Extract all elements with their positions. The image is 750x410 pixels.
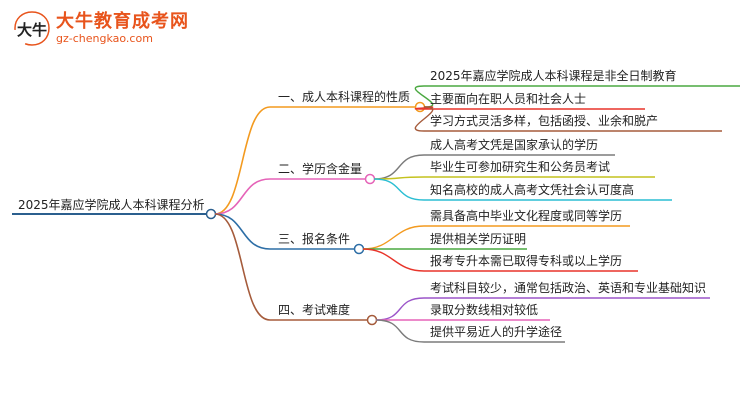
logo-title: 大牛教育成考网 bbox=[56, 11, 189, 32]
leaf-label: 2025年嘉应学院成人本科课程是非全日制教育 bbox=[430, 68, 677, 83]
leaf-connector bbox=[373, 178, 425, 201]
branch-node-2[interactable] bbox=[364, 173, 376, 185]
leaf-connector bbox=[414, 85, 434, 108]
leaf-connector bbox=[375, 319, 425, 343]
leaf-connector bbox=[414, 106, 434, 132]
branch-node-3[interactable] bbox=[353, 243, 365, 255]
leaf-label: 提供相关学历证明 bbox=[430, 231, 526, 246]
logo-mark: 大牛 bbox=[14, 11, 50, 46]
root-label: 2025年嘉应学院成人本科课程分析 bbox=[18, 197, 205, 212]
branch-connector bbox=[214, 213, 271, 250]
leaf-label: 主要面向在职人员和社会人士 bbox=[430, 91, 586, 106]
leaf-label: 考试科目较少，通常包括政治、英语和专业基础知识 bbox=[430, 280, 706, 295]
leaf-label: 提供平易近人的升学途径 bbox=[430, 324, 562, 339]
leaf-connector bbox=[373, 154, 425, 180]
branch-connector bbox=[214, 178, 271, 215]
leaf-connector bbox=[362, 225, 425, 250]
leaf-label: 知名高校的成人高考文凭社会认可度高 bbox=[430, 182, 634, 197]
branch-label-4: 四、考试难度 bbox=[278, 302, 350, 317]
leaf-label: 学习方式灵活多样，包括函授、业余和脱产 bbox=[430, 113, 658, 128]
branch-connector bbox=[214, 106, 271, 215]
root-node[interactable] bbox=[205, 208, 217, 220]
branch-label-3: 三、报名条件 bbox=[278, 231, 350, 246]
leaf-label: 报考专升本需已取得专科或以上学历 bbox=[430, 253, 622, 268]
leaf-label: 毕业生可参加研究生和公务员考试 bbox=[430, 159, 610, 174]
logo-url: gz-chengkao.com bbox=[56, 32, 153, 45]
branch-label-2: 二、学历含金量 bbox=[278, 161, 362, 176]
leaf-label: 需具备高中毕业文化程度或同等学历 bbox=[430, 208, 622, 223]
branch-node-1[interactable] bbox=[414, 101, 426, 113]
leaf-label: 录取分数线相对较低 bbox=[430, 302, 538, 317]
svg-text:大牛: 大牛 bbox=[17, 21, 47, 39]
leaf-connector bbox=[362, 248, 425, 272]
branch-label-1: 一、成人本科课程的性质 bbox=[278, 89, 410, 104]
branch-connector bbox=[214, 213, 271, 321]
leaf-connector bbox=[375, 297, 425, 321]
branch-node-4[interactable] bbox=[366, 314, 378, 326]
leaf-label: 成人高考文凭是国家承认的学历 bbox=[430, 137, 598, 152]
